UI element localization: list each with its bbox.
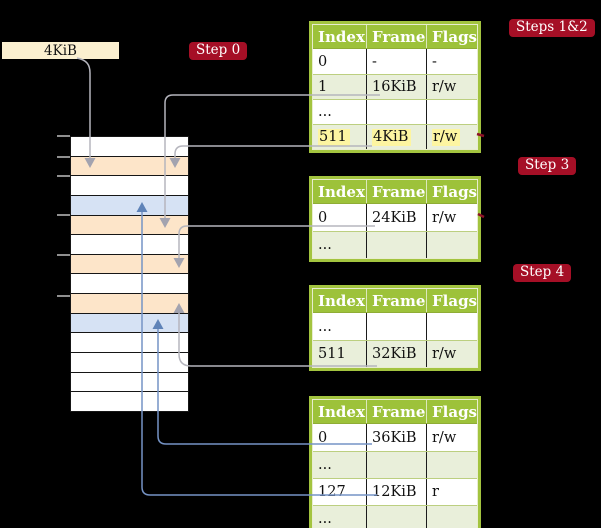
memory-frame-row [71, 156, 188, 177]
col-header-flags: Flags [426, 400, 477, 423]
cell-index: 511 [318, 346, 346, 362]
memory-frame-row [71, 392, 188, 411]
cell-index: ... [318, 237, 332, 253]
memory-frame-row [71, 254, 188, 275]
page-table-root: Index Frame Flags 0 - - 1 16KiB r/w ... … [309, 21, 481, 153]
table-row: 0 24KiB r/w [313, 204, 477, 231]
badge-steps-1-2: Steps 1&2 [509, 19, 595, 37]
table-row: ... [313, 231, 477, 258]
table-row: 0 36KiB r/w [313, 424, 477, 451]
badge-step-0: Step 0 [189, 42, 248, 60]
col-header-index: Index [318, 291, 365, 310]
highlight: r/w [432, 128, 461, 146]
highlight: 511 [318, 128, 350, 146]
physical-memory-column [70, 136, 189, 412]
cell-index: 0 [318, 209, 328, 226]
cell-frame: 12KiB [366, 479, 426, 505]
cell-frame: - [366, 49, 426, 74]
cell-flags: r/w [426, 341, 477, 367]
memory-frame-row [71, 372, 188, 393]
memory-frame-row [71, 195, 188, 216]
cell-frame: 24KiB [366, 204, 426, 231]
memory-frame-row [71, 274, 188, 295]
highlight: 4KiB [372, 128, 412, 146]
badge-step-4: Step 4 [513, 264, 572, 282]
cell-index: 127 [318, 484, 346, 500]
ruler-tick [57, 135, 70, 137]
cell-flags: r/w [426, 424, 477, 451]
table-row-highlighted: 511 4KiB r/w [313, 124, 477, 149]
col-header-flags: Flags [426, 25, 477, 48]
table-row: 1 16KiB r/w [313, 74, 477, 99]
ruler-tick [57, 214, 70, 216]
ruler-tick [57, 253, 70, 256]
cell-index: ... [318, 511, 332, 527]
table-header-row: Index Frame Flags [313, 25, 477, 49]
frame-size-label: 4KiB [2, 42, 119, 59]
col-header-index: Index [318, 27, 365, 46]
cell-frame: 32KiB [366, 341, 426, 367]
cell-frame [366, 232, 426, 258]
col-header-flags: Flags [426, 180, 477, 203]
cell-flags: r [426, 479, 477, 505]
cell-index: ... [318, 104, 332, 120]
cell-flags [426, 506, 477, 528]
memory-frame-row [71, 313, 188, 334]
col-header-frame: Frame [366, 289, 426, 312]
table-row: ... [313, 99, 477, 124]
cell-frame [366, 452, 426, 478]
page-table-leaf-b: Index Frame Flags 0 36KiB r/w ... 127 12… [309, 396, 481, 528]
cell-flags: r/w [426, 75, 477, 99]
cell-flags [426, 313, 477, 340]
cell-frame [366, 313, 426, 340]
memory-frame-row [71, 333, 188, 354]
badge-step-3: Step 3 [518, 157, 577, 175]
page-table-mid: Index Frame Flags 0 24KiB r/w ... [309, 176, 481, 262]
cell-frame: 16KiB [366, 75, 426, 99]
memory-frame-row [71, 215, 188, 236]
cell-frame [366, 100, 426, 124]
cell-frame [366, 506, 426, 528]
cell-index: 0 [318, 429, 328, 446]
cell-flags: - [426, 49, 477, 74]
col-header-frame: Frame [366, 25, 426, 48]
table-row: ... [313, 451, 477, 478]
page-table-leaf-a: Index Frame Flags ... 511 32KiB r/w [309, 285, 481, 371]
table-header-row: Index Frame Flags [313, 180, 477, 204]
cell-index: 1 [318, 79, 328, 95]
memory-frame-row [71, 294, 188, 314]
cell-index: 511 [313, 125, 366, 149]
ruler-tick [57, 155, 70, 158]
cell-flags: r/w [426, 204, 477, 231]
cell-flags [426, 452, 477, 478]
cell-flags: r/w [426, 125, 477, 149]
cell-frame: 36KiB [366, 424, 426, 451]
ruler-tick [57, 294, 70, 297]
table-header-row: Index Frame Flags [313, 400, 477, 424]
cell-flags [426, 100, 477, 124]
table-row: 127 12KiB r [313, 478, 477, 505]
col-header-frame: Frame [366, 400, 426, 423]
memory-frame-row [71, 137, 188, 157]
table-row: ... [313, 313, 477, 340]
table-row: ... [313, 505, 477, 528]
ruler-tick [57, 175, 70, 177]
cell-index: 0 [318, 53, 328, 70]
table-row: 0 - - [313, 49, 477, 74]
memory-frame-row [71, 353, 188, 373]
cell-index: ... [318, 318, 332, 335]
cell-index: ... [318, 457, 332, 473]
cell-frame: 4KiB [366, 125, 426, 149]
cell-flags [426, 232, 477, 258]
col-header-flags: Flags [426, 289, 477, 312]
col-header-index: Index [318, 402, 365, 421]
table-row: 511 32KiB r/w [313, 340, 477, 367]
col-header-index: Index [318, 182, 365, 201]
memory-frame-row [71, 235, 188, 255]
col-header-frame: Frame [366, 180, 426, 203]
table-header-row: Index Frame Flags [313, 289, 477, 313]
memory-frame-row [71, 176, 188, 196]
